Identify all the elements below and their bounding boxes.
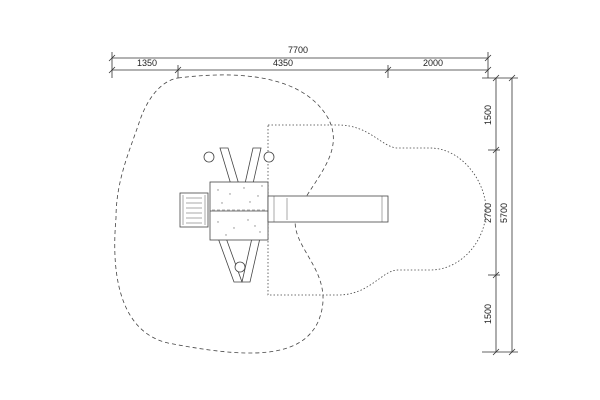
dim-height-middle: 2700 bbox=[483, 203, 493, 223]
dim-width-right: 2000 bbox=[423, 58, 443, 68]
lower-right-post bbox=[241, 237, 261, 283]
post-cap-bottom-middle bbox=[234, 261, 246, 273]
lower-left-post bbox=[217, 237, 243, 283]
ladder bbox=[179, 192, 209, 228]
dim-total-height: 5700 bbox=[499, 203, 509, 223]
post-cap-top-right bbox=[263, 151, 275, 163]
slide bbox=[267, 195, 389, 223]
play-structure bbox=[179, 147, 389, 283]
dim-height-top: 1500 bbox=[483, 105, 493, 125]
slide-zone-outline bbox=[267, 124, 487, 296]
dim-width-left: 1350 bbox=[137, 58, 157, 68]
platform bbox=[209, 181, 269, 241]
dim-width-middle: 4350 bbox=[273, 58, 293, 68]
dim-total-width: 7700 bbox=[288, 45, 308, 55]
top-dimensions: 7700 1350 4350 2000 bbox=[108, 45, 492, 78]
safety-zone-outline bbox=[114, 74, 334, 354]
right-dimensions: 1500 2700 1500 5700 bbox=[482, 74, 518, 356]
dim-height-bottom: 1500 bbox=[483, 304, 493, 324]
post-cap-top-left bbox=[203, 151, 215, 163]
